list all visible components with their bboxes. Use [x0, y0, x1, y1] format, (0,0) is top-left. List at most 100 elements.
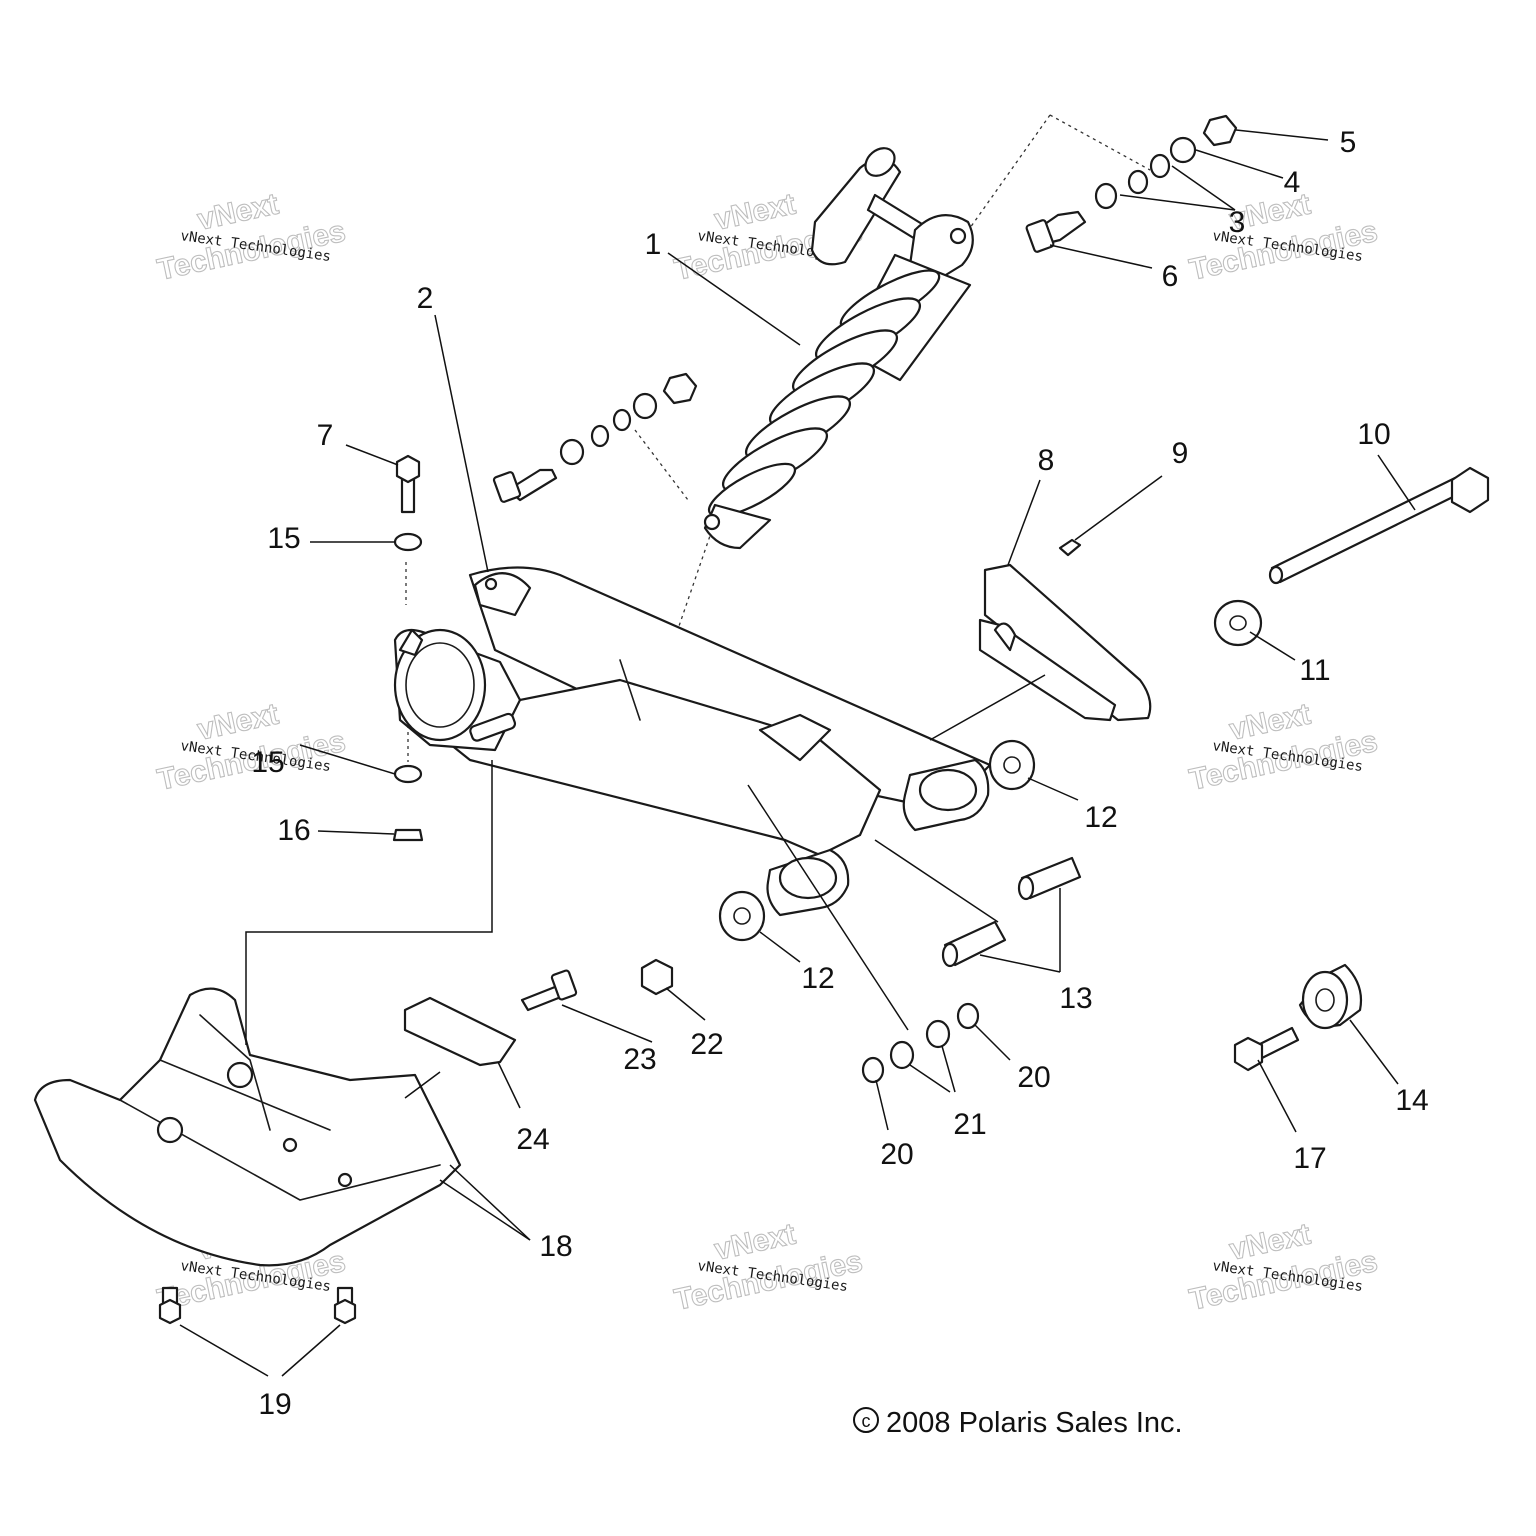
roller-14-bore — [1315, 988, 1335, 1012]
skid-plate-fastener — [337, 1172, 353, 1188]
callout-10: 10 — [1357, 418, 1390, 451]
callout-23: 23 — [623, 1043, 656, 1076]
watermark: vNext Technologies vNext Technologies — [1186, 187, 1381, 287]
swingarm-axle-bore — [393, 628, 487, 742]
swingarm-axle-bore-inner — [405, 642, 475, 728]
shock-lower-washer — [612, 408, 632, 432]
callout-6: 6 — [1162, 260, 1179, 293]
skid-plate-rib — [159, 1059, 331, 1131]
callout-5: 5 — [1340, 126, 1357, 159]
bushing-13-part — [941, 856, 1082, 968]
shock-bottom-mount-hole — [703, 513, 721, 531]
bolt-19-left-head — [158, 1298, 182, 1325]
callout-22: 22 — [690, 1028, 723, 1061]
copyright-notice: c 2008 Polaris Sales Inc. — [853, 1407, 1183, 1439]
chain-guide-bracket — [993, 622, 1017, 652]
shock-reservoir-cap — [864, 147, 896, 177]
swingarm-stud — [469, 712, 517, 742]
watermark: vNext Technologies vNext Technologies — [1186, 697, 1381, 797]
shock-washer-3b — [1149, 153, 1171, 179]
callout-19: 19 — [258, 1388, 291, 1421]
chain-guide-part — [978, 563, 1152, 722]
washer-11 — [1213, 599, 1263, 647]
watermark: vNext Technologies vNext Technologies — [1186, 1217, 1381, 1317]
callout-18: 18 — [539, 1230, 572, 1263]
shock-nut-5 — [1202, 114, 1238, 147]
spacer-21-upper — [925, 1019, 951, 1049]
slider-24-part — [403, 996, 517, 1067]
callout-12-upper: 12 — [1084, 801, 1117, 834]
washer-11-hole — [1229, 615, 1247, 631]
swingarm-part — [393, 566, 992, 917]
skid-plate-body — [33, 987, 462, 1267]
watermark: vNext Technologies vNext Technologies — [671, 1217, 866, 1317]
washer-12-upper-hole — [1003, 756, 1021, 774]
nut-bolt-part — [520, 958, 674, 1012]
shock-washer-3 — [1127, 169, 1149, 195]
skid-plate-hole — [156, 1116, 184, 1144]
skid-plate-fastener — [282, 1137, 298, 1153]
callout-2: 2 — [417, 282, 434, 315]
leader-lines — [179, 129, 1416, 1377]
screw-9-part — [1058, 538, 1082, 557]
callout-11: 11 — [1299, 654, 1330, 687]
shock-top-hardware — [1025, 114, 1238, 253]
bolt-17-head — [1233, 1036, 1264, 1072]
skid-plate-rib — [199, 1014, 271, 1131]
shock-bushing-4 — [1169, 136, 1197, 164]
shock-bushing-3 — [1094, 182, 1118, 210]
washer-15-top — [393, 532, 423, 552]
bushing-13-a-end — [941, 942, 959, 968]
swingarm-gusset — [758, 713, 832, 762]
washer-11-part — [1213, 599, 1263, 647]
shock-lower-bushing — [559, 438, 585, 466]
swingarm-tab — [398, 628, 424, 657]
copyright-text: 2008 Polaris Sales Inc. — [886, 1407, 1183, 1439]
washer-12-part — [718, 739, 1036, 942]
callout-24: 24 — [516, 1123, 549, 1156]
skid-plate-hole — [226, 1061, 254, 1089]
mount-hardware-part — [392, 454, 424, 842]
bolt-17-part — [1233, 1026, 1300, 1072]
washer-15-bottom — [393, 764, 423, 784]
shock-bottom-hardware — [492, 372, 698, 503]
callout-15-upper: 15 — [267, 522, 300, 555]
callout-9: 9 — [1172, 437, 1189, 470]
nut-16 — [392, 828, 424, 842]
washer-20-upper — [956, 1002, 980, 1030]
washer-12-lower — [718, 890, 766, 942]
bolt-23-head — [550, 969, 578, 1001]
callout-21: 21 — [953, 1108, 986, 1141]
swingarm-bracket-hole — [484, 577, 498, 591]
alignment-line — [1049, 114, 1151, 171]
bushing-13-b-end — [1017, 875, 1035, 901]
shock-lower-washer — [590, 424, 610, 448]
callout-7: 7 — [317, 419, 334, 452]
callout-20-left: 20 — [880, 1138, 913, 1171]
callout-3: 3 — [1229, 206, 1246, 239]
screw-9 — [1058, 538, 1082, 557]
chain-guide-upper — [983, 563, 1152, 722]
shock-bottom-mount — [703, 503, 772, 550]
copyright-symbol-icon — [853, 1407, 879, 1433]
callout-16: 16 — [277, 814, 310, 847]
bolt-19-part — [158, 1286, 357, 1325]
spacer-21-lower — [889, 1040, 915, 1070]
axle-shaft-end — [1268, 565, 1284, 585]
shock-lower-nut — [662, 372, 698, 405]
axle-shaft — [1270, 476, 1465, 584]
copyright-symbol-letter: c — [862, 1411, 871, 1431]
callout-1: 1 — [645, 228, 662, 261]
axle-bolt-10-part — [1268, 466, 1490, 585]
roller-14-face — [1301, 970, 1349, 1030]
callout-17: 17 — [1293, 1142, 1326, 1175]
shock-absorber-part — [703, 147, 974, 550]
shock-lower-bushing — [632, 392, 658, 420]
swingarm-brace — [619, 659, 641, 721]
skid-plate-18-part — [33, 987, 462, 1267]
callout-15-lower: 15 — [251, 746, 284, 779]
callout-labels: 1 2 3 4 5 6 7 8 9 10 11 12 12 13 14 15 1… — [251, 126, 1428, 1421]
spacer-hardware-part — [861, 1002, 980, 1084]
